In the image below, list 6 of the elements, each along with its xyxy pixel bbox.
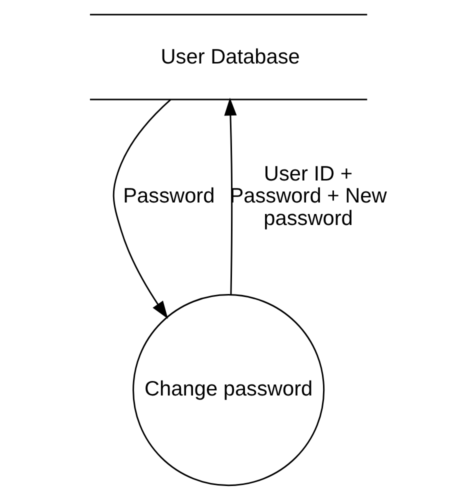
node-text: User Database	[160, 45, 300, 68]
edge-label: Password	[123, 184, 215, 208]
node-circle: Change password	[132, 294, 325, 486]
arrow	[224, 98, 237, 294]
edge-label: User ID + Password + New password	[230, 162, 387, 230]
arrow	[112, 99, 172, 319]
